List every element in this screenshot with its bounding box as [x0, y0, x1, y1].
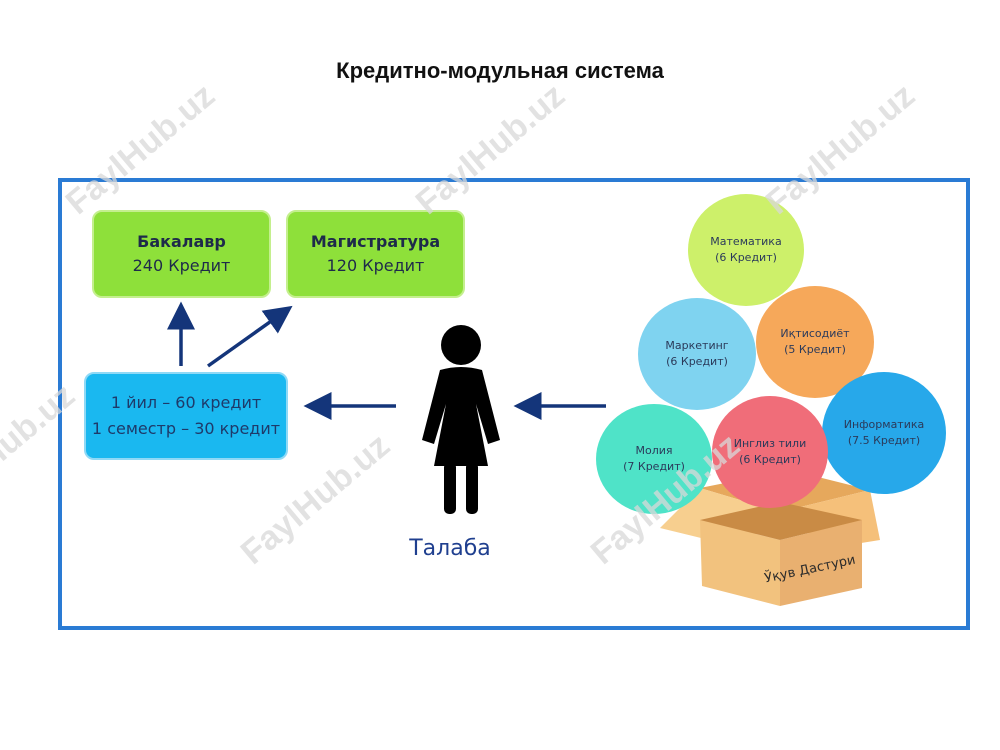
student-label: Талаба [409, 536, 491, 561]
page-title: Кредитно-модульная система [336, 58, 664, 83]
arrow-to-master [206, 305, 293, 368]
subject-english: Инглиз тили (6 Кредит) [712, 396, 828, 508]
credit-info-box: 1 йил – 60 кредит 1 семестр – 30 кредит [84, 372, 288, 460]
subject-finance-credits: (7 Кредит) [623, 460, 685, 473]
subject-math-name: Математика [710, 235, 782, 248]
subject-marketing-credits: (6 Кредит) [666, 355, 728, 368]
subject-finance: Молия (7 Кредит) [596, 404, 712, 514]
subject-marketing: Маркетинг (6 Кредит) [638, 298, 756, 410]
subject-math-credits: (6 Кредит) [715, 251, 777, 264]
bachelor-box: Бакалавр 240 Кредит [92, 210, 271, 298]
subject-informatics-name: Информатика [843, 418, 925, 431]
subject-math: Математика (6 Кредит) [688, 194, 804, 306]
subject-informatics: Информатика (7.5 Кредит) [822, 372, 946, 494]
subject-economics-name: Иқтисодиёт [780, 327, 850, 340]
master-box: Магистратура 120 Кредит [286, 210, 465, 298]
bachelor-credits: 240 Кредит [132, 256, 231, 275]
master-credits: 120 Кредит [326, 256, 425, 275]
subject-english-credits: (6 Кредит) [739, 453, 801, 466]
subject-finance-name: Молия [635, 444, 673, 457]
subject-marketing-name: Маркетинг [665, 339, 729, 352]
master-title: Магистратура [310, 232, 441, 251]
semester-credits-text: 1 семестр – 30 кредит [91, 419, 281, 438]
subject-english-name: Инглиз тили [733, 437, 807, 450]
diagram-frame [58, 178, 970, 630]
subject-informatics-credits: (7.5 Кредит) [847, 434, 921, 447]
year-credits-text: 1 йил – 60 кредит [110, 393, 262, 412]
subject-economics-credits: (5 Кредит) [784, 343, 846, 356]
bachelor-title: Бакалавр [137, 232, 226, 251]
